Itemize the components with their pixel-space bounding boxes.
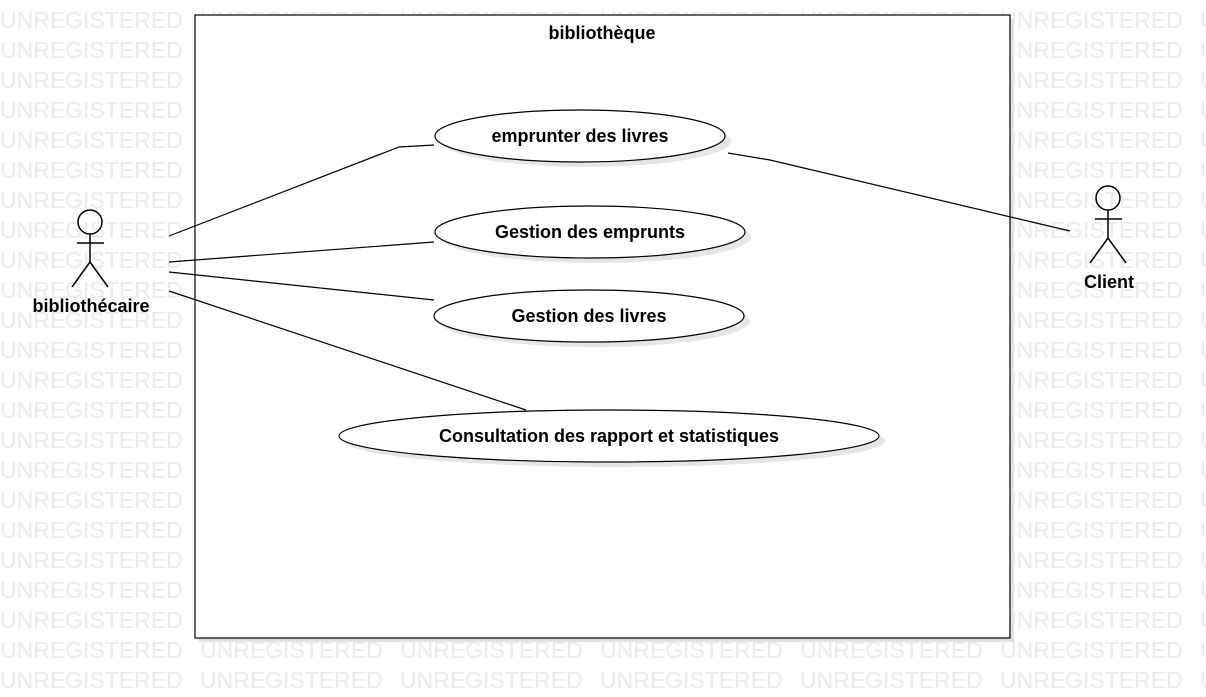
- watermark-text: UNREGISTERED: [1200, 397, 1206, 423]
- watermark-text: UNREGISTERED: [0, 97, 183, 123]
- use-case-ellipse[interactable]: [338, 409, 880, 463]
- watermark-text: UNREGISTERED: [1000, 547, 1183, 573]
- actor-left-leg: [1089, 237, 1109, 264]
- watermark-text: UNREGISTERED: [1000, 397, 1183, 423]
- actor-right-leg: [1107, 237, 1127, 264]
- watermark-text: UNREGISTERED: [1000, 127, 1183, 153]
- watermark-text: UNREGISTERED: [0, 637, 183, 663]
- association-bibliothecaire-uc1[interactable]: [168, 144, 435, 237]
- watermark-text: UNREGISTERED: [1200, 487, 1206, 513]
- watermark-text: UNREGISTERED: [1200, 307, 1206, 333]
- watermark-text: UNREGISTERED: [1200, 337, 1206, 363]
- watermark-text: UNREGISTERED: [0, 157, 183, 183]
- watermark-text: UNREGISTERED: [1000, 577, 1183, 603]
- watermark-text: UNREGISTERED: [1000, 307, 1183, 333]
- watermark-text: UNREGISTERED: [0, 187, 183, 213]
- actor-label: Client: [1084, 272, 1134, 292]
- watermark-text: UNREGISTERED: [1200, 187, 1206, 213]
- watermark-text: UNREGISTERED: [1200, 157, 1206, 183]
- watermark-text: UNREGISTERED: [0, 547, 183, 573]
- watermark-text: UNREGISTERED: [400, 667, 583, 693]
- use-case-consultation-des-rapport-et-statistiques[interactable]: Consultation des rapport et statistiques: [338, 409, 885, 467]
- watermark-text: UNREGISTERED: [1000, 607, 1183, 633]
- use-case-label: Gestion des emprunts: [495, 222, 685, 242]
- watermark-text: UNREGISTERED: [1200, 127, 1206, 153]
- watermark-text: UNREGISTERED: [1200, 247, 1206, 273]
- watermark-text: UNREGISTERED: [1200, 277, 1206, 303]
- watermark-text: UNREGISTERED: [0, 517, 183, 543]
- actor-client[interactable]: Client: [1084, 185, 1134, 292]
- association-bibliothecaire-uc2[interactable]: [168, 241, 435, 263]
- association-client-uc1[interactable]: [727, 152, 1071, 232]
- association-bibliothecaire-uc4[interactable]: [168, 290, 527, 411]
- association-bibliothecaire-uc3[interactable]: [168, 271, 435, 301]
- watermark-text: UNREGISTERED: [1000, 517, 1183, 543]
- watermark-text: UNREGISTERED: [0, 427, 183, 453]
- use-case-ellipse[interactable]: [434, 109, 726, 163]
- watermark-text: UNREGISTERED: [1200, 457, 1206, 483]
- use-case-ellipse[interactable]: [433, 289, 745, 343]
- watermark-text: UNREGISTERED: [1200, 67, 1206, 93]
- watermark-text: UNREGISTERED: [0, 37, 183, 63]
- use-case-ellipse[interactable]: [434, 205, 746, 259]
- use-case-emprunter-des-livres[interactable]: emprunter des livres: [434, 109, 731, 167]
- watermark-text: UNREGISTERED: [0, 577, 183, 603]
- watermark-text: UNREGISTERED: [1200, 367, 1206, 393]
- system-boundary-title: bibliothèque: [549, 23, 656, 43]
- use-case-label: Gestion des livres: [511, 306, 666, 326]
- use-case-gestion-des-livres[interactable]: Gestion des livres: [433, 289, 750, 347]
- watermark-text: UNREGISTERED: [1000, 97, 1183, 123]
- watermark-text: UNREGISTERED: [1200, 217, 1206, 243]
- watermark-text: UNREGISTERED: [0, 7, 183, 33]
- watermark-text: UNREGISTERED: [200, 667, 383, 693]
- use-case-label: emprunter des livres: [491, 126, 668, 146]
- watermark-text: UNREGISTERED: [0, 67, 183, 93]
- watermark-text: UNREGISTERED: [1000, 337, 1183, 363]
- watermark-text: UNREGISTERED: [800, 667, 983, 693]
- watermark-text: UNREGISTERED: [1200, 667, 1206, 693]
- watermark-text: UNREGISTERED: [0, 277, 183, 303]
- watermark-text: UNREGISTERED: [1200, 607, 1206, 633]
- watermark-text: UNREGISTERED: [1000, 667, 1183, 693]
- watermark-text: UNREGISTERED: [1000, 187, 1183, 213]
- watermark-text: UNREGISTERED: [1200, 517, 1206, 543]
- watermark-text: UNREGISTERED: [0, 247, 183, 273]
- watermark-text: UNREGISTERED: [0, 487, 183, 513]
- actor-bibliothecaire[interactable]: bibliothécaire: [32, 209, 150, 316]
- watermark-text: UNREGISTERED: [0, 307, 183, 333]
- watermark-text: UNREGISTERED: [1200, 547, 1206, 573]
- actor-right-leg: [89, 261, 109, 288]
- actor-label: bibliothécaire: [32, 296, 149, 316]
- watermark-text: UNREGISTERED: [1000, 637, 1183, 663]
- watermark-text: UNREGISTERED: [1000, 457, 1183, 483]
- watermark-text: UNREGISTERED: [1200, 37, 1206, 63]
- watermark-text: UNREGISTERED: [1000, 427, 1183, 453]
- watermark-text: UNREGISTERED: [0, 397, 183, 423]
- watermark-text: UNREGISTERED: [0, 607, 183, 633]
- watermark-text: UNREGISTERED: [1000, 277, 1183, 303]
- watermark-text: UNREGISTERED: [1200, 577, 1206, 603]
- watermark-text: UNREGISTERED: [1000, 367, 1183, 393]
- watermark-text: UNREGISTERED: [1000, 7, 1183, 33]
- watermark-text: UNREGISTERED: [1000, 157, 1183, 183]
- watermark-text: UNREGISTERED: [0, 667, 183, 693]
- associations: [168, 144, 1071, 411]
- use-case-label: Consultation des rapport et statistiques: [439, 426, 779, 446]
- watermark-text: UNREGISTERED: [0, 217, 183, 243]
- watermark-text: UNREGISTERED: [0, 367, 183, 393]
- watermark-text: UNREGISTERED: [0, 127, 183, 153]
- watermark-text: UNREGISTERED: [1000, 37, 1183, 63]
- watermark-text: UNREGISTERED: [600, 667, 783, 693]
- watermark-text: UNREGISTERED: [0, 337, 183, 363]
- watermark-text: UNREGISTERED: [1200, 97, 1206, 123]
- watermark-text: UNREGISTERED: [1200, 637, 1206, 663]
- watermark-text: UNREGISTERED: [1000, 487, 1183, 513]
- watermark-text: UNREGISTERED: [0, 457, 183, 483]
- watermark-text: UNREGISTERED: [1200, 427, 1206, 453]
- watermark-text: UNREGISTERED: [1000, 67, 1183, 93]
- watermark-text: UNREGISTERED: [1200, 7, 1206, 33]
- actor-left-leg: [71, 261, 91, 288]
- use-case-gestion-des-emprunts[interactable]: Gestion des emprunts: [434, 205, 751, 263]
